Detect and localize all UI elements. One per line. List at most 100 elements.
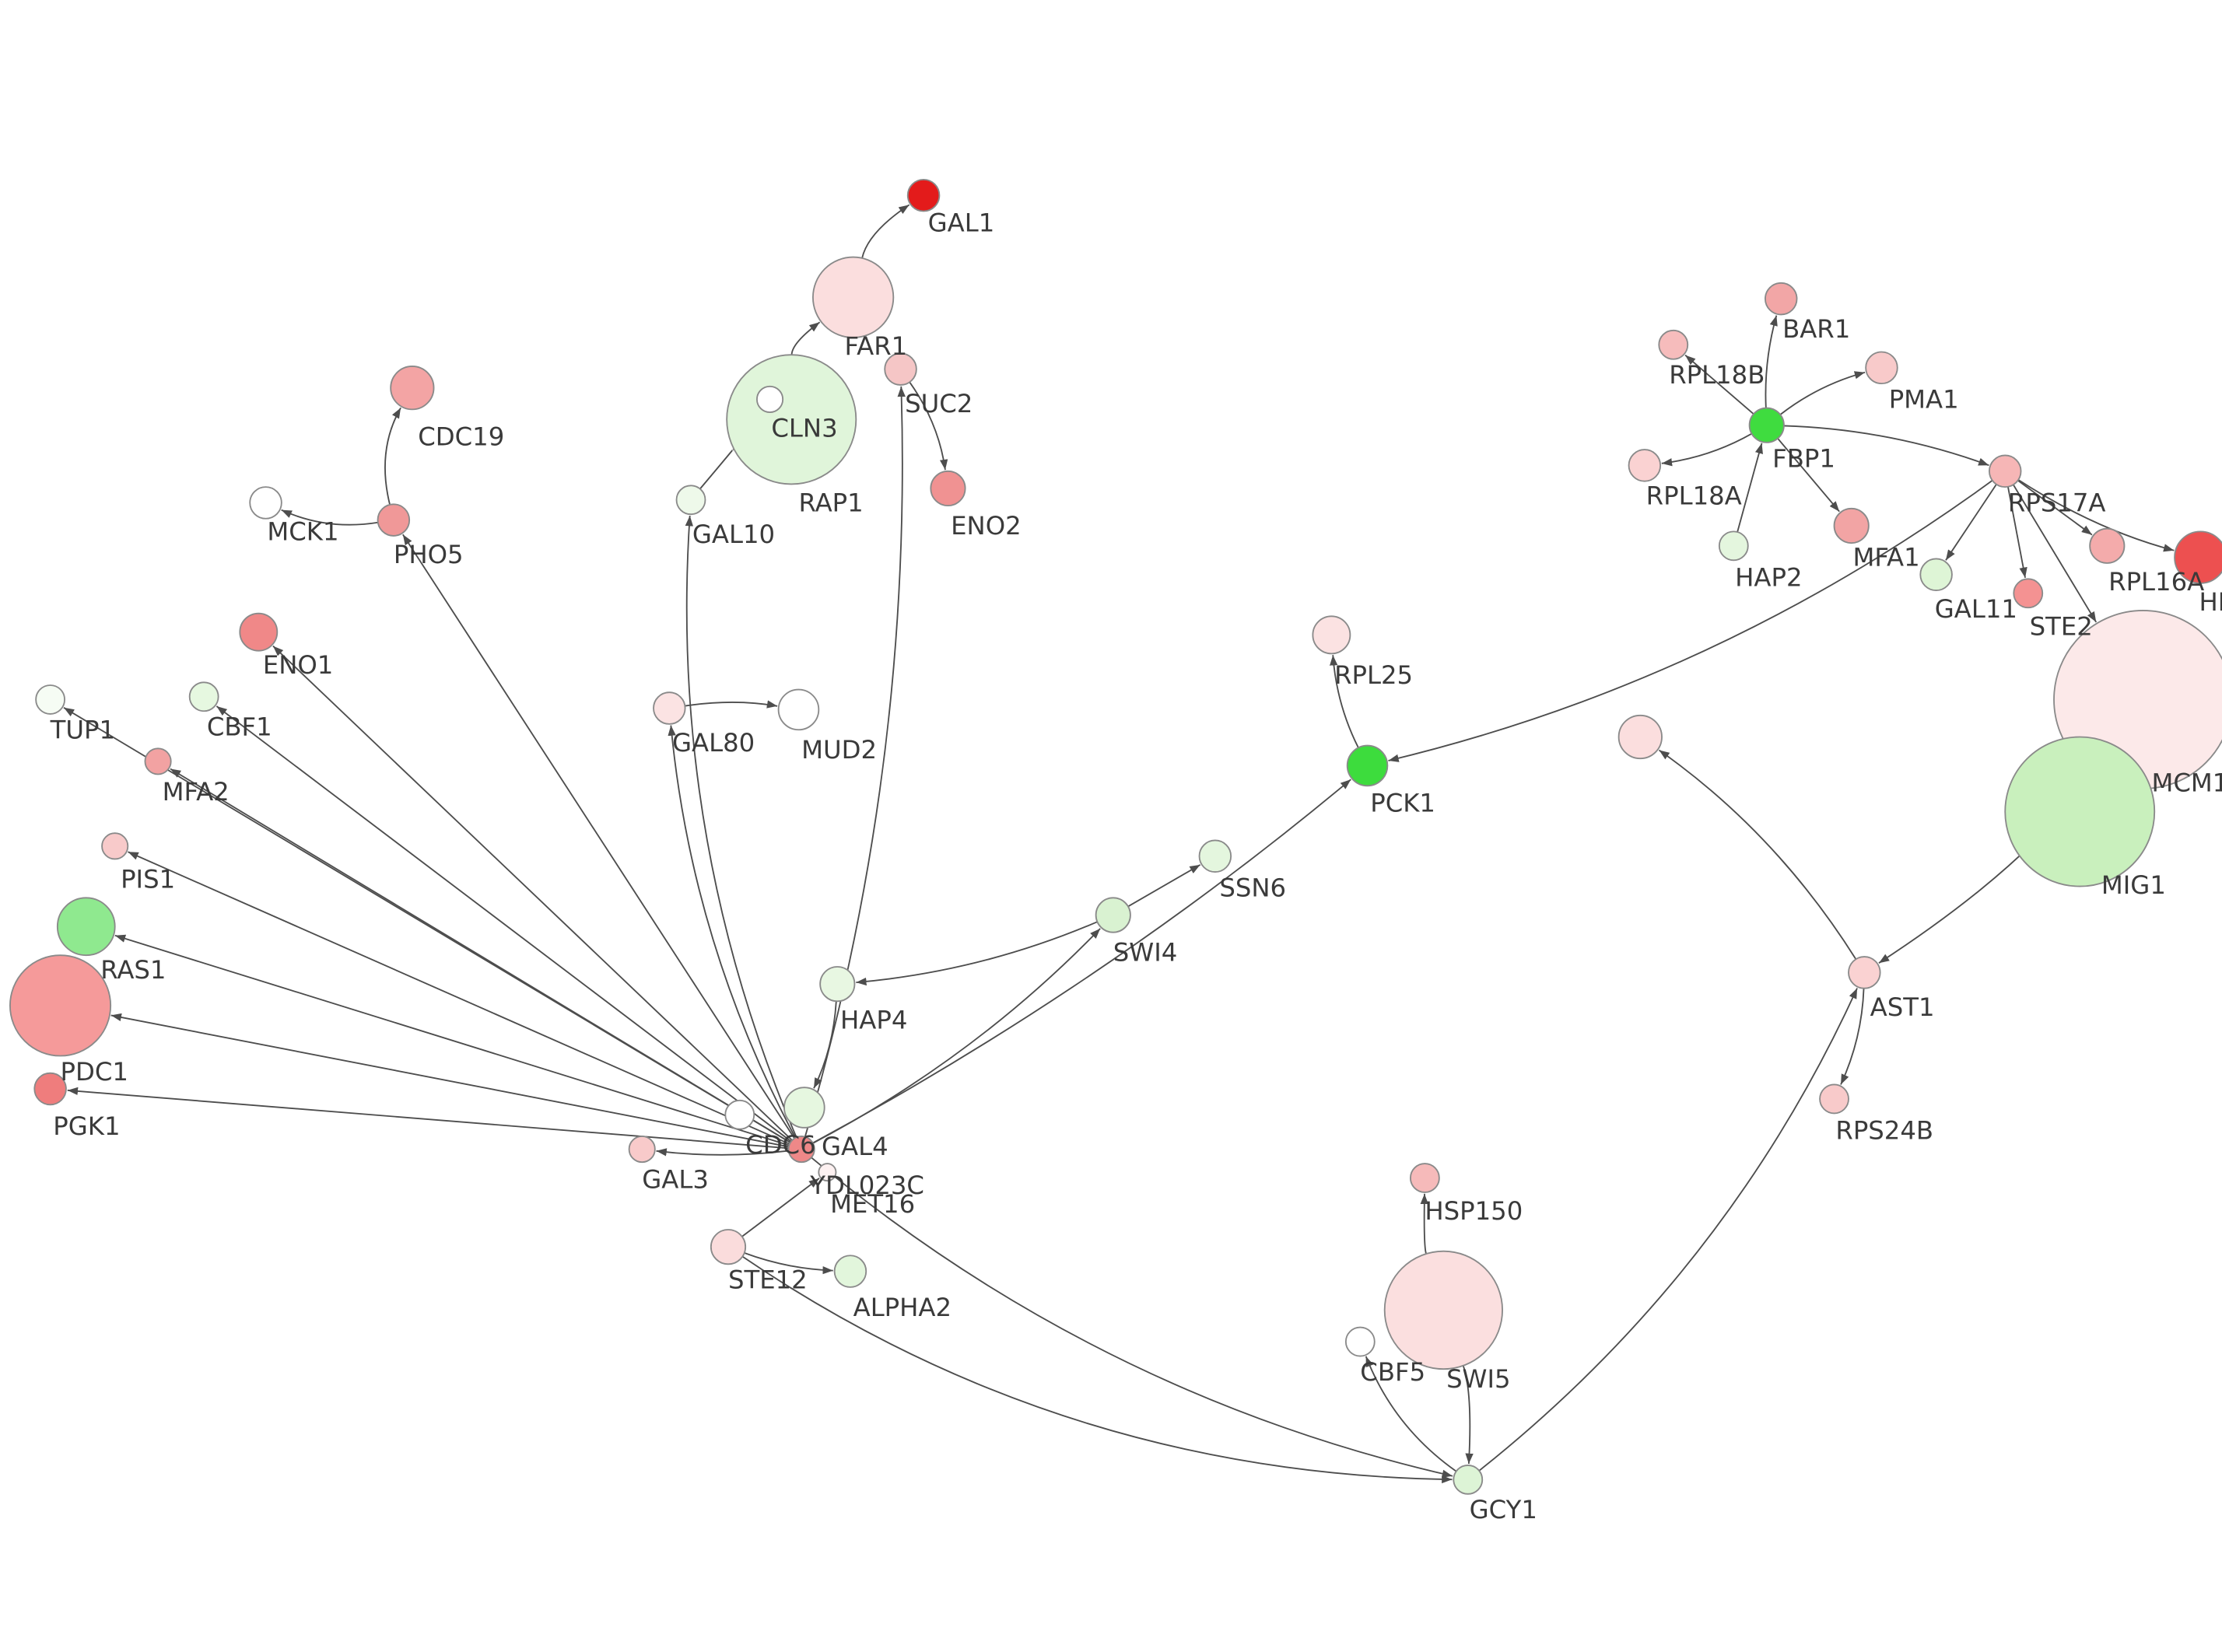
edge-RPS17A-PCK1[interactable] <box>1388 480 1993 762</box>
edge-HAP2-FBP1[interactable] <box>1737 443 1763 533</box>
node-HIS4[interactable] <box>2174 530 2222 584</box>
edge-RPS17A-STE2[interactable] <box>2007 486 2027 579</box>
edge-FBP1-RPL18A[interactable] <box>1661 432 1753 467</box>
node-RPL18B[interactable] <box>1658 329 1689 360</box>
edge-PCK1-RPL25[interactable] <box>1330 655 1359 748</box>
node-SSN6[interactable] <box>1198 839 1232 873</box>
edge-GAL4-GAL3[interactable] <box>656 1148 789 1157</box>
edge-GAL4-PDC1[interactable] <box>110 1013 790 1148</box>
node-CBF1[interactable] <box>188 681 219 712</box>
edge-GAL4-ENO1[interactable] <box>272 645 793 1141</box>
node-HSP150[interactable] <box>1410 1163 1440 1193</box>
node-SUC2[interactable] <box>884 352 917 386</box>
edge-RPS17A-RPL16A[interactable] <box>2017 480 2093 536</box>
node-PCK1[interactable] <box>1346 744 1389 787</box>
node-RPS17A[interactable] <box>1989 454 2022 488</box>
node-GCY1[interactable] <box>1453 1464 1484 1495</box>
node-ALPHA2[interactable] <box>833 1255 867 1288</box>
node-FBP1[interactable] <box>1748 407 1785 443</box>
node-CDC6[interactable] <box>724 1099 755 1130</box>
node-RPL18A[interactable] <box>1628 449 1662 482</box>
edge-FBP1-BAR1[interactable] <box>1765 315 1778 408</box>
node-RPL16A[interactable] <box>2089 527 2126 564</box>
edge-PHO5-CDC19[interactable] <box>384 407 401 506</box>
node-ENO2[interactable] <box>930 470 966 507</box>
node-PHO5[interactable] <box>377 503 411 537</box>
node-RAS1[interactable] <box>56 897 116 957</box>
node-MIG1[interactable] <box>2004 736 2156 887</box>
edge-GAL4-PGK1[interactable] <box>67 1087 789 1150</box>
node-MFA1[interactable] <box>1833 507 1870 544</box>
node-unlabeled[interactable] <box>1617 714 1663 760</box>
edge-AST1-RPS24B[interactable] <box>1840 988 1865 1085</box>
edge-STE12-GCY1[interactable] <box>741 1255 1453 1484</box>
node-STE2[interactable] <box>2013 578 2044 609</box>
edge-PHO5-MCK1[interactable] <box>281 509 378 526</box>
edge-GAL4-PIS1[interactable] <box>128 851 790 1145</box>
node-PMA1[interactable] <box>1865 351 1898 385</box>
node-GAL11[interactable] <box>1919 558 1953 592</box>
edge-GAL80-MUD2[interactable] <box>685 700 778 709</box>
node-RPS24B[interactable] <box>1819 1083 1849 1115</box>
edge-STE12-MET16[interactable] <box>741 1178 820 1237</box>
edge-SWI4-SSN6[interactable] <box>1127 864 1201 908</box>
edge-FBP1-MFA1[interactable] <box>1777 438 1840 513</box>
node-GAL3[interactable] <box>628 1136 656 1164</box>
node-HAP2[interactable] <box>1718 530 1749 562</box>
edge-GAL4-MFA2[interactable] <box>170 768 791 1143</box>
edge-FAR1-GAL1[interactable] <box>861 204 910 259</box>
edge-RPS17A-HIS4[interactable] <box>2017 479 2175 552</box>
edge-GAL4-RAS1[interactable] <box>114 934 790 1146</box>
node-YDL023C[interactable] <box>783 1087 825 1129</box>
node-TUP1[interactable] <box>35 684 65 715</box>
edge-GCY1-CBF5[interactable] <box>1365 1356 1457 1472</box>
node-GAL1[interactable] <box>906 178 941 212</box>
edge-GAL4-GAL80[interactable] <box>668 725 797 1139</box>
edge-STE12-ALPHA2[interactable] <box>744 1252 833 1275</box>
node-AST1[interactable] <box>1848 956 1881 989</box>
node-HAP4[interactable] <box>819 966 856 1003</box>
node-RPL25[interactable] <box>1312 615 1351 655</box>
edge-GAL10-CLN3[interactable] <box>699 443 744 490</box>
node-MUD2[interactable] <box>777 688 820 731</box>
node-MCK1[interactable] <box>249 486 282 520</box>
edge-GAL4-CBF1[interactable] <box>216 705 792 1143</box>
edge-CLN3-FAR1[interactable] <box>790 321 821 355</box>
edge-SWI5-GCY1[interactable] <box>1462 1365 1474 1465</box>
edge-GAL4-SUC2[interactable] <box>804 386 906 1137</box>
node-GAL10[interactable] <box>675 485 706 516</box>
node-STE12[interactable] <box>710 1229 747 1265</box>
node-RAP1[interactable] <box>756 385 784 413</box>
edge-SWI4-HAP4[interactable] <box>856 921 1098 986</box>
edge-SUC2-ENO2[interactable] <box>909 381 948 471</box>
node-BAR1[interactable] <box>1765 282 1798 316</box>
edge-SWI5-HSP150[interactable] <box>1420 1193 1428 1255</box>
node-MFA2[interactable] <box>144 747 172 775</box>
node-PIS1[interactable] <box>101 832 129 860</box>
edge-RPS17A-GAL11[interactable] <box>1945 484 1997 561</box>
node-CBF5[interactable] <box>1344 1326 1376 1357</box>
node-ENO1[interactable] <box>239 612 279 652</box>
node-PDC1[interactable] <box>9 954 112 1057</box>
node-CDC19[interactable] <box>390 366 435 411</box>
node-MET16[interactable] <box>818 1163 837 1182</box>
edge-GCY1-AST1[interactable] <box>1478 988 1858 1472</box>
node-SWI5[interactable] <box>1383 1250 1503 1370</box>
node-FAR1[interactable] <box>812 256 895 338</box>
edge-GAL4-PCK1[interactable] <box>812 779 1351 1144</box>
edge-FBP1-RPS17A[interactable] <box>1783 425 1989 467</box>
node-PGK1[interactable] <box>33 1072 67 1106</box>
edge-GAL4-GAL10[interactable] <box>685 515 797 1138</box>
edge-AST1-NODE1[interactable] <box>1658 749 1857 960</box>
edge-GAL4-PHO5[interactable] <box>402 534 795 1139</box>
node-SWI4[interactable] <box>1095 897 1131 933</box>
edge-RPS17A-MCM1[interactable] <box>2012 484 2098 623</box>
edge-GAL4-GCY1[interactable] <box>811 1157 1453 1478</box>
edge-FBP1-PMA1[interactable] <box>1779 371 1866 415</box>
edge-FBP1-RPL18B[interactable] <box>1684 354 1754 415</box>
node-CLN3[interactable] <box>726 354 857 485</box>
edge-HAP4-YDL023C[interactable] <box>813 1001 837 1089</box>
edge-GAL4-SWI4[interactable] <box>812 928 1101 1144</box>
